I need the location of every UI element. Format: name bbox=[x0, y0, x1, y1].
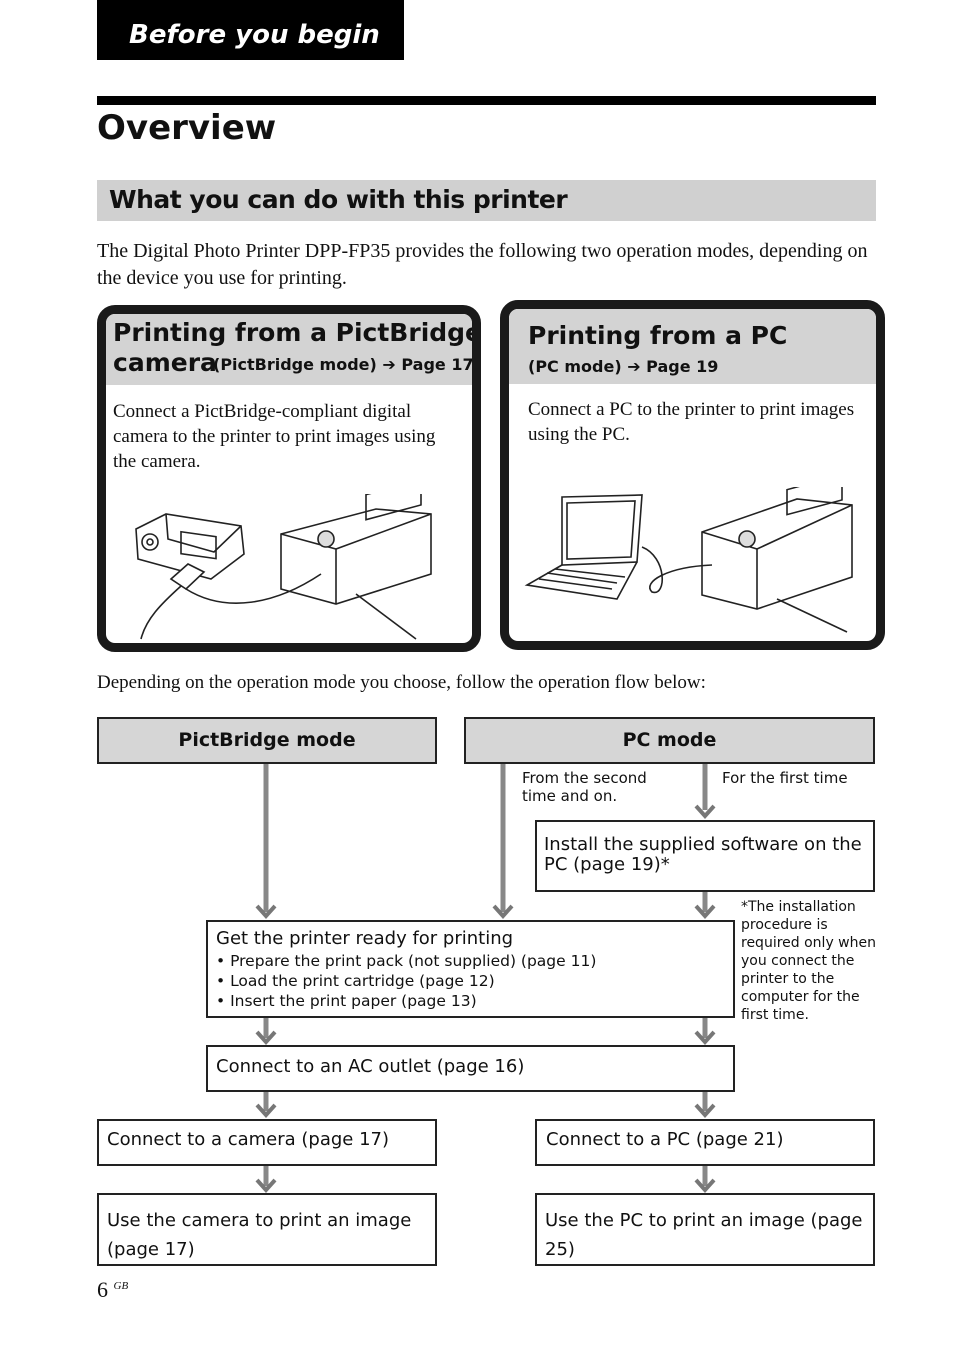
use-camera-step: Use the camera to print an image (page 1… bbox=[97, 1193, 437, 1266]
panel-pictbridge-header bbox=[106, 314, 472, 385]
page-number-suffix: GB bbox=[113, 1280, 129, 1292]
use-camera-text: Use the camera to print an image (page 1… bbox=[107, 1210, 412, 1260]
connect-pc-text: Connect to a PC (page 21) bbox=[546, 1129, 784, 1150]
flow-header-pc: PC mode bbox=[464, 717, 875, 764]
ac-outlet-text: Connect to an AC outlet (page 16) bbox=[216, 1056, 525, 1077]
flow-header-pictbridge-label: PictBridge mode bbox=[178, 729, 356, 751]
panel-pictbridge-body: Connect a PictBridge-compliant digital c… bbox=[113, 401, 436, 472]
panel-pictbridge-title: Printing from a PictBridge bbox=[113, 318, 481, 347]
connect-pc-step: Connect to a PC (page 21) bbox=[535, 1119, 875, 1166]
panel-pc-body: Connect a PC to the printer to print ima… bbox=[528, 399, 855, 445]
install-software-text: Install the supplied software on the PC … bbox=[544, 834, 862, 875]
pc-printer-illustration bbox=[524, 487, 853, 633]
printer-ready-step: Get the printer ready for printing • Pre… bbox=[206, 920, 735, 1018]
panel-pictbridge-title-2: camera bbox=[113, 348, 217, 377]
page-number: 6 GB bbox=[97, 1277, 128, 1303]
use-pc-text: Use the PC to print an image (page 25) bbox=[545, 1210, 863, 1260]
from-second-time-label: From the second time and on. bbox=[522, 769, 647, 805]
ac-outlet-step: Connect to an AC outlet (page 16) bbox=[206, 1045, 735, 1092]
panel-pc-title: Printing from a PC bbox=[528, 321, 788, 350]
printer-ready-item: • Prepare the print pack (not supplied) … bbox=[216, 952, 597, 970]
title-rule bbox=[97, 96, 876, 105]
flow-header-pictbridge: PictBridge mode bbox=[97, 717, 437, 764]
panel-pc-header bbox=[509, 309, 876, 384]
intro-paragraph: The Digital Photo Printer DPP-FP35 provi… bbox=[97, 240, 868, 289]
subtitle-bar: What you can do with this printer bbox=[97, 180, 876, 221]
panel-pc: Printing from a PC (PC mode) ➔ Page 19 C… bbox=[500, 300, 885, 650]
install-footnote: *The installation procedure is required … bbox=[741, 899, 876, 1023]
panel-pc-mode-ref: (PC mode) ➔ Page 19 bbox=[528, 357, 719, 376]
printer-ready-title: Get the printer ready for printing bbox=[216, 928, 514, 949]
subtitle: What you can do with this printer bbox=[109, 185, 568, 214]
section-tab-label: Before you begin bbox=[129, 20, 380, 50]
connect-camera-step: Connect to a camera (page 17) bbox=[97, 1119, 437, 1166]
first-time-label: For the first time bbox=[722, 769, 848, 787]
camera-printer-illustration bbox=[135, 494, 432, 640]
connect-camera-text: Connect to a camera (page 17) bbox=[107, 1129, 390, 1150]
flow-header-pc-label: PC mode bbox=[622, 729, 717, 751]
printer-ready-item: • Insert the print paper (page 13) bbox=[216, 992, 477, 1010]
panel-pictbridge-mode-ref: (PictBridge mode) ➔ Page 17 bbox=[213, 355, 474, 374]
install-software-step: Install the supplied software on the PC … bbox=[535, 820, 875, 892]
panel-pictbridge: Printing from a PictBridge camera (PictB… bbox=[97, 305, 481, 652]
page-title: Overview bbox=[97, 108, 277, 148]
flow-intro: Depending on the operation mode you choo… bbox=[97, 672, 706, 693]
page-number-value: 6 bbox=[97, 1277, 108, 1302]
section-tab: Before you begin bbox=[97, 0, 404, 60]
use-pc-step: Use the PC to print an image (page 25) bbox=[535, 1193, 875, 1266]
printer-ready-item: • Load the print cartridge (page 12) bbox=[216, 972, 495, 990]
